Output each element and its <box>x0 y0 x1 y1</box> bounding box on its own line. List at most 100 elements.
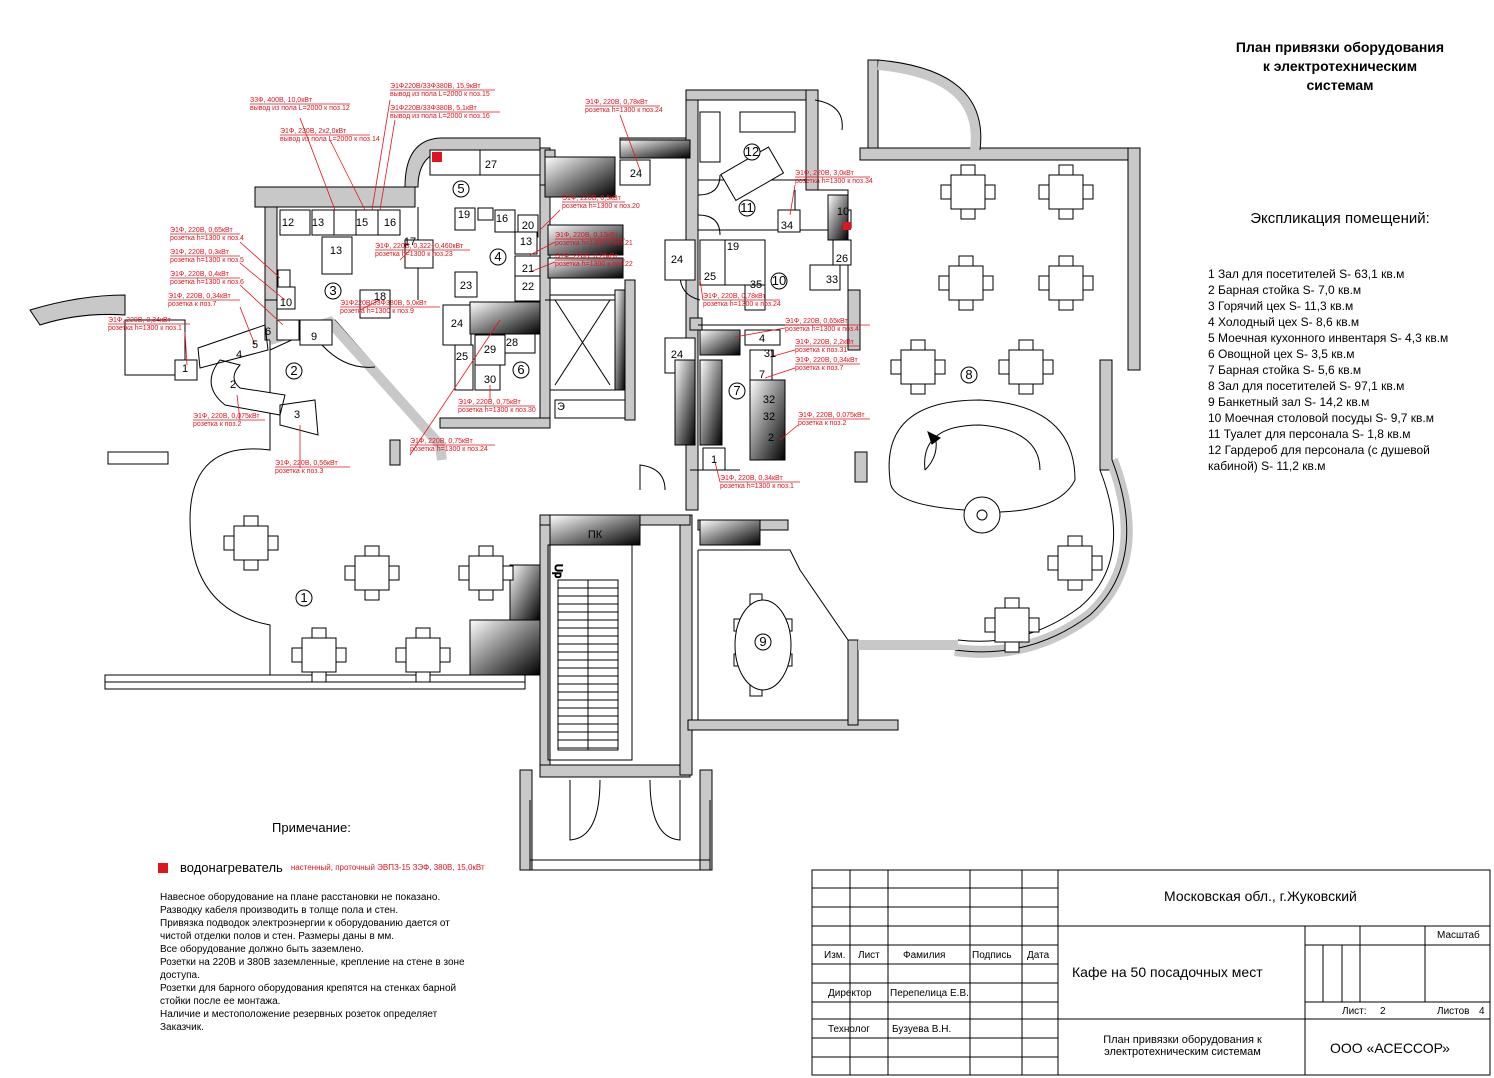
room-number: 5 <box>457 181 464 196</box>
equipment-number: 23 <box>460 280 472 292</box>
electrical-label-sub: вывод из пола L=2000 к поз.16 <box>390 113 490 120</box>
bar-counter <box>210 359 286 416</box>
electrical-label-sub: розетка h=1300 к поз.30 <box>458 407 536 414</box>
tb-sheets-label: Листов <box>1437 1006 1470 1017</box>
equipment-number: 3 <box>294 409 300 421</box>
electrical-label-sub: розетка к поз.3 <box>275 468 324 475</box>
equipment-number: 19 <box>458 209 470 221</box>
electrical-label-sub: розетка h=1300 к поз.9 <box>340 308 414 315</box>
electrical-label: Э1Ф, 220В, 2,2кВт <box>795 339 855 346</box>
electrical-label: Э1Ф, 220В, 0,34кВт <box>720 475 783 482</box>
explication-item: 4 Холодный цех S- 8,6 кв.м <box>1208 315 1360 329</box>
leader-line <box>236 394 241 421</box>
electrical-label: Э1Ф, 220В, 0,4кВт <box>170 271 230 278</box>
electrical-label: Э1Ф, 220В, 0,5кВт <box>562 195 622 202</box>
room-number-badge <box>285 362 303 380</box>
wall <box>859 147 1141 161</box>
electrical-label: Э1Ф, 220В, 0,34кВт <box>795 357 858 364</box>
equipment-number: 34 <box>781 220 793 232</box>
electrical-label: Э1Ф, 220В, 0,75кВт <box>458 399 521 406</box>
table-set <box>1038 164 1094 220</box>
wall <box>539 764 691 778</box>
tb-project: Кафе на 50 посадочных мест <box>1072 964 1263 980</box>
note-line: Все оборудование должно быть заземлено. <box>160 944 364 955</box>
leader-line <box>399 249 411 261</box>
leader-line <box>239 262 286 301</box>
electrical-label: Э1Ф, 220В, 0,13кВт <box>555 232 618 239</box>
wall <box>1127 147 1141 371</box>
wall <box>679 514 693 776</box>
electrical-label-sub: розетка h=1300 к поз.1 <box>108 325 182 332</box>
door <box>321 344 376 368</box>
note-line: Разводку кабеля производить в толще пола… <box>160 905 399 916</box>
leader-line <box>789 184 796 216</box>
electrical-label-sub: вывод из пола L=2000 к поз.15 <box>390 91 490 98</box>
electrical-label: Э1Ф, 230В, 2х2,0кВт <box>280 128 347 135</box>
electrical-label-sub: розетка h=1300 к поз.24 <box>585 107 663 114</box>
room-number: 6 <box>517 362 524 377</box>
wall <box>847 639 859 726</box>
door <box>697 214 721 236</box>
wall <box>254 186 416 208</box>
electrical-label-sub: розетка к поз.2 <box>193 421 242 428</box>
equipment-number: 28 <box>506 337 518 349</box>
equipment-number: 25 <box>704 271 716 283</box>
electrical-label: Э1Ф, 220В, 0,26кВт <box>555 253 618 260</box>
table-set <box>998 339 1054 395</box>
room-number: 1 <box>300 590 307 605</box>
tb-sheet-title: План привязки оборудования к электротехн… <box>1103 1034 1262 1058</box>
equipment-number: 13 <box>312 217 324 229</box>
tb-sheet-no: 2 <box>1380 1006 1386 1017</box>
room-1-wall <box>189 340 271 675</box>
water-heater-icon <box>843 222 851 230</box>
title-line: План привязки оборудования <box>1235 39 1445 55</box>
equipment-number: 7 <box>759 369 765 381</box>
room-number: 12 <box>745 144 759 159</box>
electrical-label: Э1Ф, 220В, 0,56кВт <box>275 460 338 467</box>
electrical-label-sub: розетка h=1300 к поз.34 <box>795 178 873 185</box>
table-set <box>984 597 1040 653</box>
tb-tech-name: Бузуева В.Н. <box>892 1024 952 1035</box>
bay-wall-edge <box>877 59 982 151</box>
explication-list: 1 Зал для посетителей S- 63,1 кв.м 2 Бар… <box>1208 266 1488 474</box>
equipment-number: 1 <box>711 454 717 466</box>
wall <box>107 451 169 465</box>
equipment-number: 2 <box>230 379 236 391</box>
balcony <box>29 294 126 326</box>
electrical-label: Э1Ф, 220В, 0,3кВт <box>170 249 230 256</box>
electrical-label-sub: розетка h=1300 к поз.4 <box>785 326 859 333</box>
electrical-label-sub: вывод из пола L=2000 к поз.14 <box>280 136 380 143</box>
wall <box>805 89 819 191</box>
room-number: 8 <box>965 367 972 382</box>
legend: водонагреватель настенный, проточный ЭВП… <box>158 860 485 875</box>
electrical-label: Э1Ф220В/З3Ф380В, 5,1кВт <box>390 105 477 112</box>
room-number: 11 <box>740 200 754 215</box>
table-set <box>344 545 400 601</box>
electrical-label: Э1Ф, 220В, 0,34кВт <box>108 317 171 324</box>
leader-line <box>359 299 381 311</box>
electrical-label: Э1Ф, 220В, 0,65кВт <box>170 227 233 234</box>
stair <box>557 579 619 751</box>
room-number-badge <box>743 143 761 161</box>
electrical-label-sub: розетка h=1300 к поз.24 <box>703 301 781 308</box>
wall <box>439 417 551 429</box>
electrical-label-sub: розетка h=1300 к поз.22 <box>555 261 633 268</box>
tables <box>223 164 1103 697</box>
electrical-label-sub: вывод из пола L=2000 к поз.12 <box>250 105 350 112</box>
drawing-title: План привязки оборудования к электротехн… <box>1190 38 1490 95</box>
equipment-number: 15 <box>356 217 368 229</box>
note-heading: Примечание: <box>272 820 351 835</box>
room-number: 3 <box>329 283 336 298</box>
electrical-label-sub: розетка h=1300 к поз.20 <box>562 203 640 210</box>
tb-col: Подпись <box>972 950 1012 961</box>
legend-label: водонагреватель <box>180 860 283 875</box>
table-set <box>291 627 347 683</box>
leader-line <box>779 424 799 441</box>
equipment-number: 35 <box>750 279 762 291</box>
equipment-number: 32 <box>763 411 775 423</box>
table-set <box>890 339 946 395</box>
explication-item: 3 Горячий цех S- 11,3 кв.м <box>1208 299 1354 313</box>
tb-col: Фамилия <box>903 950 946 961</box>
table-set <box>395 627 451 683</box>
